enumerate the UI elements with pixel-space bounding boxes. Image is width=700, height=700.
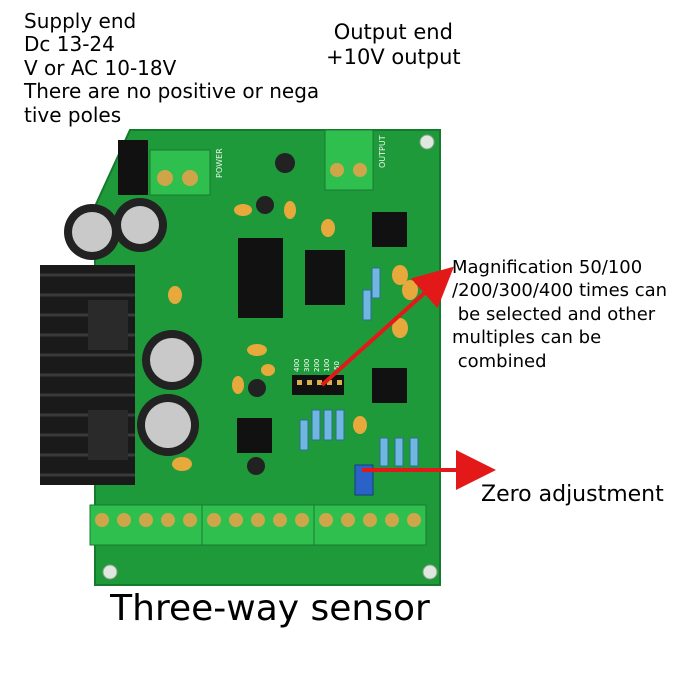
jumper-label-200: 200 xyxy=(313,359,321,372)
power-terminal xyxy=(149,149,211,196)
caption: Three-way sensor xyxy=(110,588,430,629)
heatsink xyxy=(40,265,135,485)
sensor-terminal-blocks xyxy=(89,504,427,546)
resistors xyxy=(299,267,419,467)
jumper-labels: 400 300 200 100 50 xyxy=(293,359,341,372)
jumper-label-300: 300 xyxy=(303,359,311,372)
power-silkscreen: POWER xyxy=(215,148,224,178)
jumper-label-100: 100 xyxy=(323,359,331,372)
jumper-label-50: 50 xyxy=(333,361,341,370)
ic-chips xyxy=(237,212,407,453)
magnification-annotation: Magnification 50/100 /200/300/400 times … xyxy=(452,257,668,372)
zero-potentiometer xyxy=(354,464,374,496)
electrolytic-capacitors xyxy=(64,153,295,475)
jumper-header xyxy=(292,375,344,395)
magnification-arrow xyxy=(320,266,454,387)
regulator-block xyxy=(118,140,148,195)
zero-adjustment-annotation: Zero adjustment xyxy=(481,482,664,507)
mounting-holes xyxy=(102,134,438,580)
supply-end-annotation: Supply end Dc 13-24 V or AC 10-18V There… xyxy=(24,9,320,127)
jumper-label-400: 400 xyxy=(293,359,301,372)
output-silkscreen: OUTPUT xyxy=(378,135,387,168)
output-terminal xyxy=(324,129,374,191)
output-end-annotation: Output end +10V output xyxy=(326,20,461,69)
annotation-arrows xyxy=(320,266,496,490)
